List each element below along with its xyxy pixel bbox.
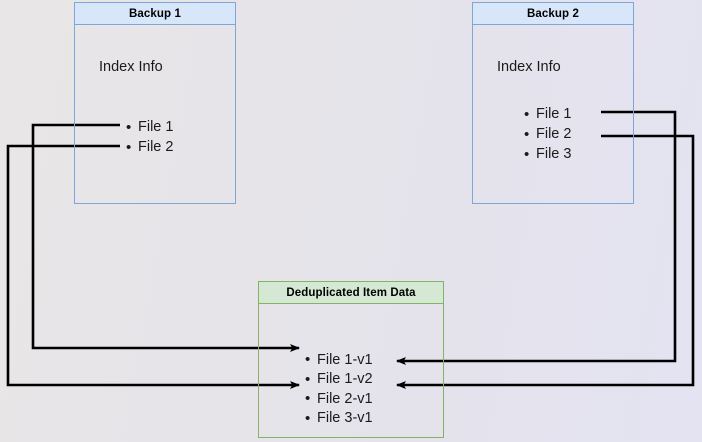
node-backup-2-body: Index Info • File 1 • File 2 • File 3: [473, 25, 633, 203]
file-label: File 2-v1: [317, 390, 373, 407]
list-item: • File 2: [126, 137, 173, 157]
bullet-icon: •: [524, 145, 530, 163]
node-backup-1-file-list: • File 1 • File 2: [126, 117, 173, 157]
node-dedup-title: Deduplicated Item Data: [259, 282, 443, 304]
node-deduplicated-item-data[interactable]: Deduplicated Item Data • File 1-v1 • Fil…: [258, 281, 444, 438]
node-backup-1-index-label: Index Info: [99, 59, 163, 75]
node-backup-1-title: Backup 1: [75, 3, 235, 25]
file-label: File 2: [138, 139, 174, 155]
file-label: File 1: [138, 119, 174, 135]
bullet-icon: •: [524, 105, 530, 123]
list-item: • File 1: [126, 117, 173, 137]
list-item: • File 1-v2: [305, 370, 373, 390]
node-dedup-body: • File 1-v1 • File 1-v2 • File 2-v1 • Fi…: [259, 304, 443, 437]
file-label: File 3: [536, 146, 572, 162]
node-backup-1[interactable]: Backup 1 Index Info • File 1 • File 2: [74, 2, 236, 204]
node-backup-2-file-list: • File 1 • File 2 • File 3: [524, 104, 571, 164]
node-backup-1-body: Index Info • File 1 • File 2: [75, 25, 235, 203]
bullet-icon: •: [305, 351, 311, 369]
file-label: File 2: [536, 126, 572, 142]
bullet-icon: •: [305, 409, 311, 427]
file-label: File 1: [536, 106, 572, 122]
bullet-icon: •: [524, 125, 530, 143]
list-item: • File 3: [524, 144, 571, 164]
list-item: • File 1-v1: [305, 350, 373, 370]
list-item: • File 3-v1: [305, 409, 373, 429]
list-item: • File 1: [524, 104, 571, 124]
node-dedup-file-list: • File 1-v1 • File 1-v2 • File 2-v1 • Fi…: [305, 350, 373, 428]
bullet-icon: •: [126, 118, 132, 136]
bullet-icon: •: [305, 370, 311, 388]
bullet-icon: •: [126, 138, 132, 156]
node-backup-2[interactable]: Backup 2 Index Info • File 1 • File 2 • …: [472, 2, 634, 204]
file-label: File 3-v1: [317, 410, 373, 427]
file-label: File 1-v2: [317, 371, 373, 388]
node-backup-2-title: Backup 2: [473, 3, 633, 25]
list-item: • File 2-v1: [305, 389, 373, 409]
node-backup-2-index-label: Index Info: [497, 59, 561, 75]
bullet-icon: •: [305, 390, 311, 408]
file-label: File 1-v1: [317, 351, 373, 368]
list-item: • File 2: [524, 124, 571, 144]
